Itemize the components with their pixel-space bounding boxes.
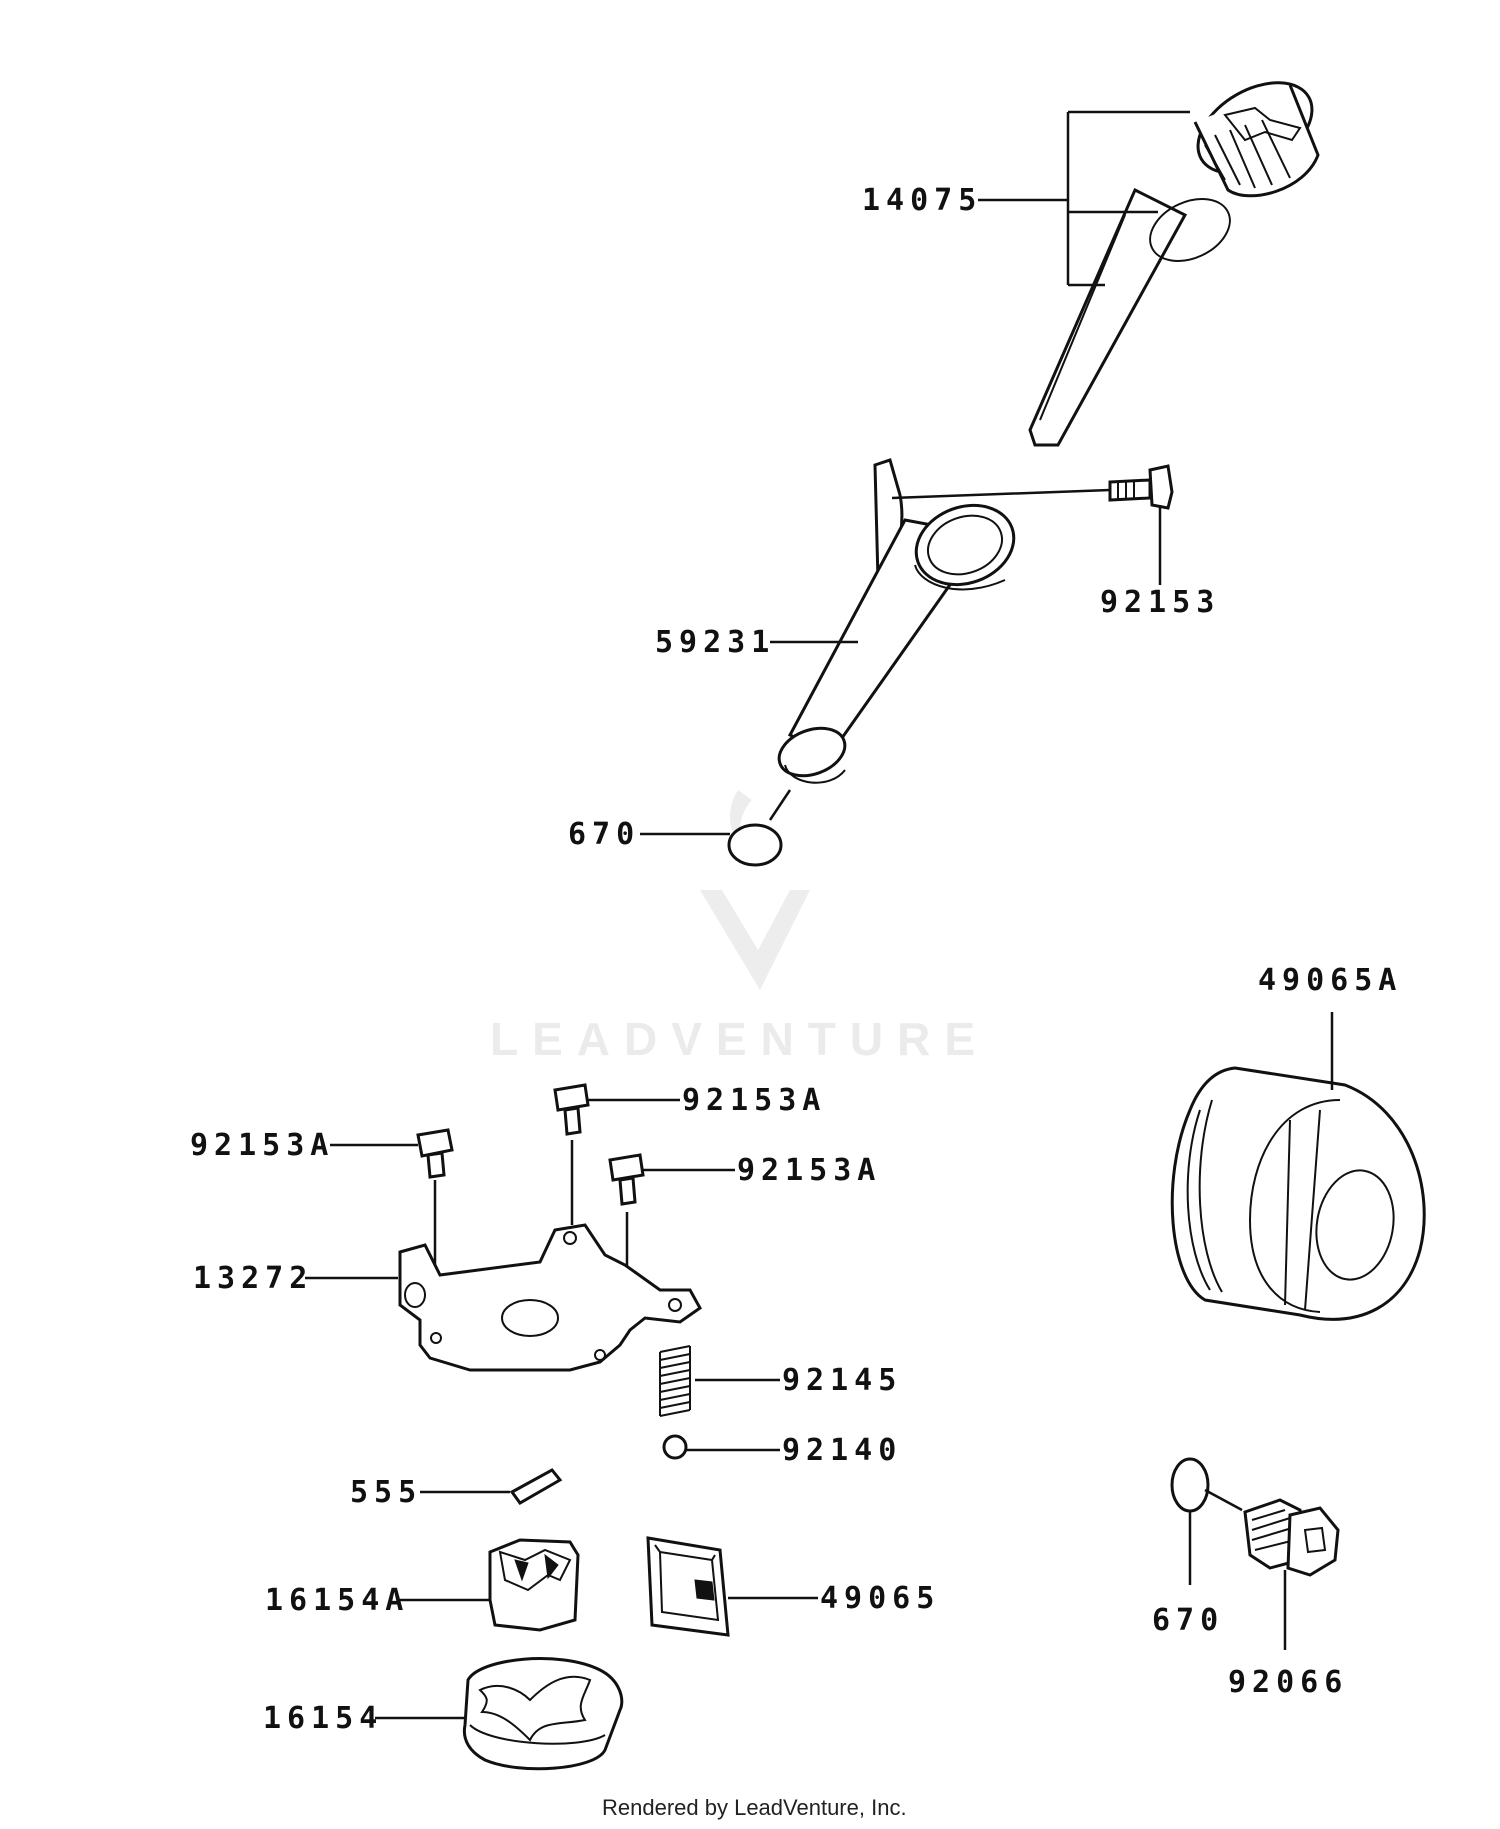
dipstick-part-14075[interactable] — [1028, 64, 1328, 447]
bolt-part-92153A-center[interactable] — [553, 1083, 590, 1136]
leader-670-top — [640, 789, 792, 836]
drain-plug-part-92066[interactable] — [1243, 1498, 1340, 1577]
label-14075[interactable]: 14075 — [862, 183, 982, 218]
o-ring-part-670-top[interactable] — [727, 823, 783, 867]
inner-rotor-part-16154A[interactable] — [488, 1538, 580, 1632]
label-92145[interactable]: 92145 — [782, 1363, 902, 1398]
pin-part-555[interactable] — [509, 1468, 563, 1505]
label-555[interactable]: 555 — [350, 1475, 422, 1510]
leader-14075 — [978, 110, 1190, 287]
leader-670-bottom — [1188, 1488, 1243, 1585]
oil-filler-tube-part-59231[interactable] — [773, 458, 1025, 784]
watermark-text: LEADVENTURE — [490, 1013, 989, 1065]
label-59231[interactable]: 59231 — [655, 625, 775, 660]
label-16154A[interactable]: 16154A — [265, 1583, 409, 1618]
oil-filter-part-49065A[interactable] — [1170, 1066, 1426, 1321]
label-670-top[interactable]: 670 — [568, 817, 640, 852]
bolt-part-92153[interactable] — [1108, 464, 1174, 510]
label-49065A[interactable]: 49065A — [1258, 963, 1402, 998]
outer-rotor-part-16154[interactable] — [462, 1657, 624, 1771]
bolt-part-92153A-left[interactable] — [416, 1128, 454, 1179]
leader-92153A-center — [570, 1098, 680, 1225]
label-92140[interactable]: 92140 — [782, 1433, 902, 1468]
leadventure-watermark: LEADVENTURE — [490, 790, 989, 1065]
label-92066[interactable]: 92066 — [1228, 1665, 1348, 1700]
label-92153A-center[interactable]: 92153A — [682, 1083, 826, 1118]
pump-cover-plate-part-13272[interactable] — [398, 1223, 702, 1372]
label-92153A-left[interactable]: 92153A — [190, 1128, 334, 1163]
bolt-part-92153A-right[interactable] — [608, 1153, 645, 1206]
leader-92153 — [891, 488, 1162, 585]
footer-credit: Rendered by LeadVenture, Inc. — [602, 1795, 907, 1820]
label-670-bottom[interactable]: 670 — [1152, 1603, 1224, 1638]
label-16154[interactable]: 16154 — [263, 1701, 383, 1736]
ball-part-92140[interactable] — [662, 1434, 688, 1460]
oil-strainer-part-49065[interactable] — [646, 1536, 730, 1637]
label-13272[interactable]: 13272 — [193, 1261, 313, 1296]
label-49065[interactable]: 49065 — [820, 1581, 940, 1616]
label-92153[interactable]: 92153 — [1100, 585, 1220, 620]
o-ring-part-670-bottom[interactable] — [1170, 1457, 1210, 1513]
spring-part-92145[interactable] — [659, 1345, 691, 1417]
label-92153A-right[interactable]: 92153A — [737, 1153, 881, 1188]
